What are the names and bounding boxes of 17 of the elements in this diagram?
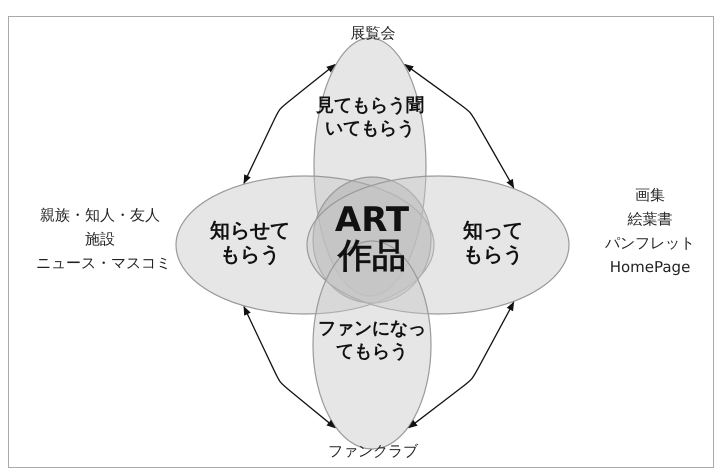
- curved-arrow: [408, 302, 514, 428]
- curved-arrow: [404, 64, 514, 188]
- node-label: 知らせてもらう: [208, 218, 291, 266]
- group-label: ファンクラブ: [327, 442, 420, 461]
- node-label: ファンになってもらう: [316, 318, 427, 363]
- curved-arrow: [243, 306, 336, 428]
- group-label: 絵葉書: [626, 210, 674, 229]
- group-label: HomePage: [608, 258, 692, 276]
- node-label: ART作品: [334, 203, 410, 274]
- curved-arrow: [243, 64, 336, 184]
- group-label: 画集: [634, 186, 666, 205]
- node-label: 知ってもらう: [462, 218, 524, 266]
- group-label: 親族・知人・友人: [39, 206, 161, 225]
- node-label: 見てもらう聞いてもらう: [314, 95, 425, 140]
- group-label: パンフレット: [604, 234, 696, 253]
- group-label: 施設: [84, 230, 116, 249]
- group-label: 展覧会: [350, 24, 396, 43]
